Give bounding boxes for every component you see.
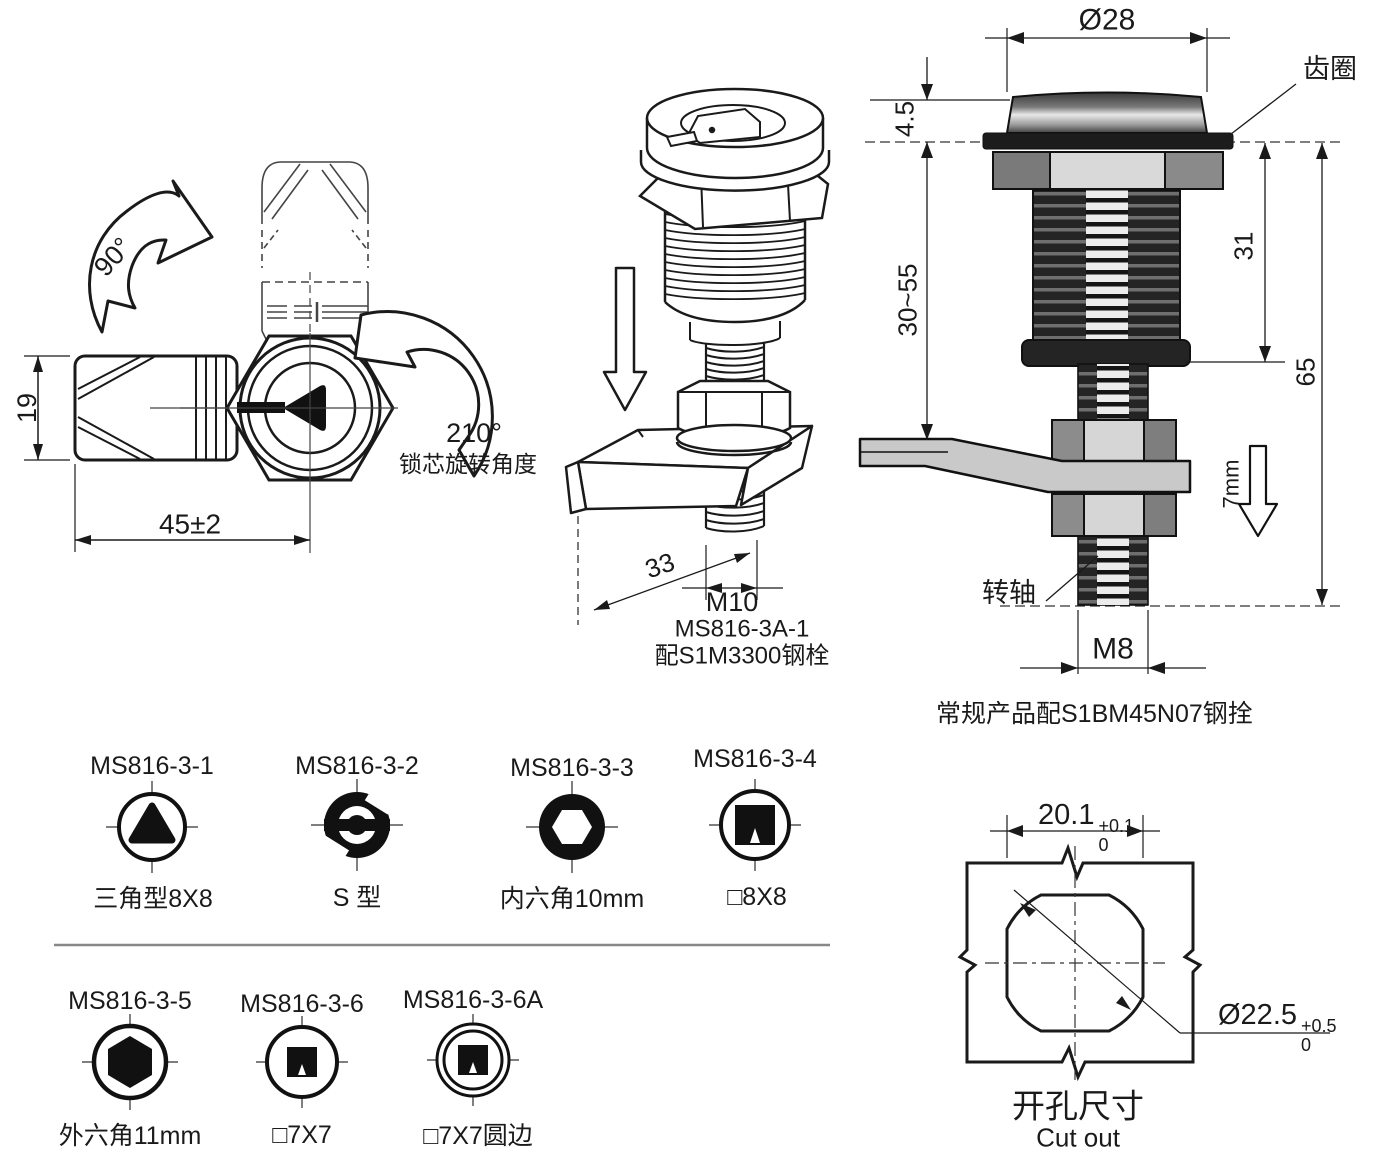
variant-code: MS816-3-1	[90, 751, 214, 780]
square-8x8-keyway-icon	[709, 779, 801, 871]
iso-barrel	[663, 206, 807, 324]
section-gear-ring	[982, 132, 1234, 150]
iso-model-label: MS816-3A-1	[674, 615, 810, 643]
iso-dimensions	[577, 516, 783, 625]
cutout-width-tol-lower: 0	[1098, 835, 1109, 855]
section-head-cap	[1005, 91, 1209, 134]
triangle-8x8-keyway-icon	[106, 781, 198, 873]
dim-31: 31	[1228, 231, 1259, 261]
iso-cap	[639, 87, 831, 192]
iso-view	[564, 87, 831, 625]
dim-7mm: 7mm	[1218, 459, 1244, 509]
hex-socket-10mm-keyway-icon	[526, 781, 618, 873]
cutout-subtitle: Cut out	[1036, 1122, 1120, 1153]
iso-neck	[689, 321, 781, 388]
section-upper-nut	[1051, 419, 1177, 463]
variant-label: □8X8	[727, 882, 787, 911]
axle-label: 转轴	[982, 577, 1036, 608]
travel-direction-arrow-icon	[1237, 444, 1279, 538]
variant-code: MS816-3-6A	[402, 985, 544, 1014]
variant-code: MS816-3-4	[693, 744, 817, 773]
rotate-90-arrow-icon	[88, 179, 214, 334]
variant-code: MS816-3-2	[295, 751, 419, 780]
rotate-210-arrow-icon	[353, 310, 494, 478]
variant-label: 内六角10mm	[499, 884, 645, 913]
section-panel-nut	[992, 151, 1224, 190]
cutout-dia-value: Ø22.5	[1218, 999, 1297, 1031]
square-7x7-keyway-icon	[256, 1016, 348, 1108]
square-7x7-round-keyway-icon	[427, 1014, 519, 1106]
insert-direction-arrow-icon	[602, 266, 648, 412]
variant-label: 外六角11mm	[58, 1121, 202, 1150]
cutout-width-value: 20.1	[1038, 799, 1095, 831]
section-dimensions	[870, 28, 1328, 674]
dim-65: 65	[1290, 357, 1321, 387]
gear-ring-label: 齿圈	[1303, 53, 1357, 84]
variant-label: □7X7圆边	[423, 1121, 533, 1150]
variant-code: MS816-3-6	[240, 989, 364, 1018]
variant-label: 三角型8X8	[93, 884, 213, 913]
rotate-210-label: 210°	[446, 417, 502, 448]
dim-45: 45±2	[158, 508, 222, 540]
variant-code: MS816-3-5	[68, 986, 192, 1015]
dim-dia28: Ø28	[1078, 3, 1136, 37]
dim-30-55: 30~55	[892, 263, 923, 337]
hex-external-11mm-keyway-icon	[82, 1014, 178, 1110]
cutout-hole	[1005, 893, 1145, 1033]
section-barrel-collar	[1021, 339, 1191, 367]
dim-19: 19	[11, 392, 42, 424]
left-view-ghost-key	[261, 161, 369, 348]
cutout-dia-tol-upper: +0.5	[1301, 1016, 1337, 1036]
section-caption: 常规产品配S1BM45N07钢拴	[936, 700, 1253, 728]
cutout-view	[957, 815, 1330, 1082]
s-type-keyway-icon	[311, 779, 403, 871]
iso-cap-plate	[686, 107, 761, 145]
dim-m10: M10	[705, 586, 759, 617]
cutout-dia-tol-lower: 0	[1301, 1035, 1312, 1055]
section-barrel-core	[1086, 190, 1128, 346]
iso-hex-nut	[675, 379, 793, 457]
variant-label: □7X7	[272, 1120, 332, 1149]
section-view	[858, 28, 1345, 674]
cutout-panel	[957, 843, 1203, 1082]
cutout-title: 开孔尺寸	[1012, 1087, 1144, 1125]
left-view-dimensions	[24, 355, 310, 552]
dim-4-5: 4.5	[889, 100, 920, 138]
variant-label: S 型	[332, 883, 382, 912]
variant-code: MS816-3-3	[510, 753, 634, 782]
iso-bolt-note: 配S1M3300钢栓	[654, 642, 830, 670]
cutout-width-tol-upper: +0.1	[1098, 816, 1134, 836]
section-lower-nut	[1051, 493, 1177, 537]
rotation-caption: 锁芯旋转角度	[399, 450, 537, 477]
left-front-view	[150, 272, 398, 553]
dim-m8: M8	[1092, 632, 1134, 666]
